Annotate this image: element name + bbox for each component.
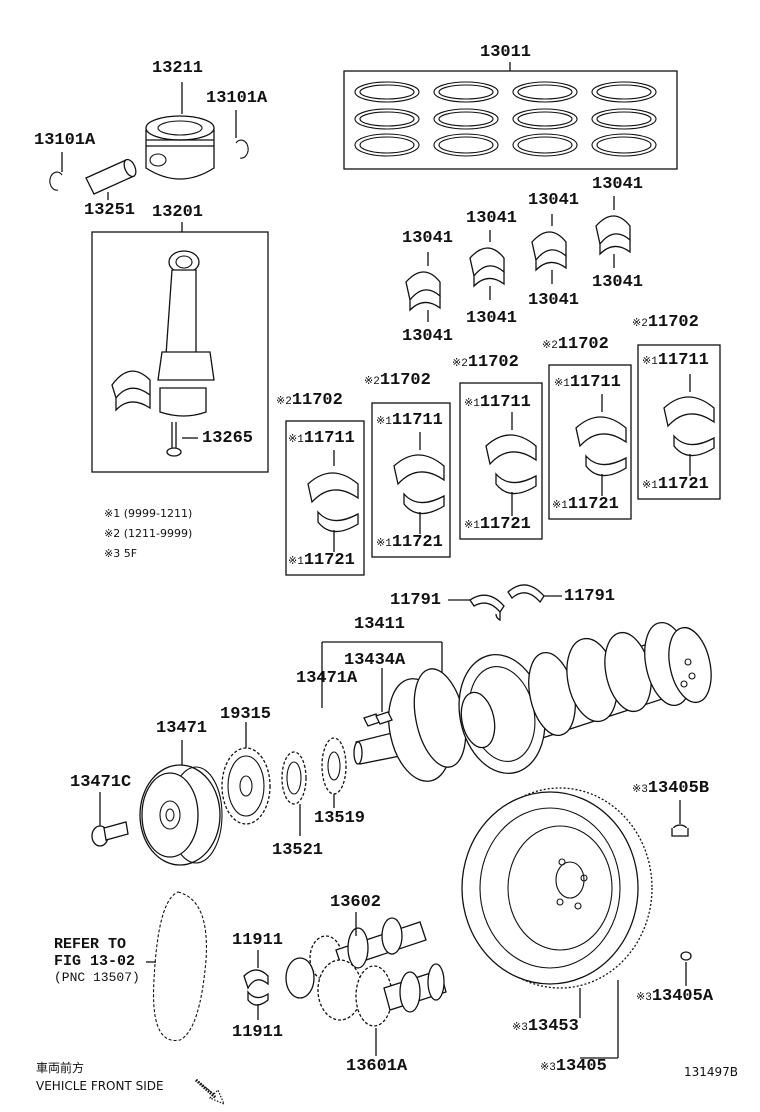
cam-bearings [243,969,269,1006]
label-13251: 13251 [84,201,136,220]
label-13601a: 13601A [346,1057,408,1076]
label-11721-b: ※111721 [376,533,443,552]
label-11711-e: ※111711 [642,351,709,370]
label-11702-d: ※211702 [542,335,609,354]
legend-2: ※2 (1211-9999) [104,527,193,540]
label-13211: 13211 [152,59,204,78]
conrod-box [91,231,269,473]
label-13101a-right: 13101A [206,89,268,108]
label-13041-d: 13041 [402,229,454,248]
main-bearings [307,396,715,533]
refer-line-1: REFER TO [54,936,127,953]
snap-ring-right [235,139,249,159]
label-11721-d: ※111721 [552,495,619,514]
label-13041-h: 13041 [402,327,454,346]
label-13471: 13471 [156,719,208,738]
label-13411: 13411 [354,615,406,634]
label-13041-e: 13041 [592,273,644,292]
label-13434a: 13434A [344,651,406,670]
label-13101a-left: 13101A [34,131,96,150]
crankshaft [353,622,712,782]
refer-line-2: FIG 13-02 [54,953,136,971]
label-13041-f: 13041 [528,291,580,310]
legend-1: ※1 (9999-1211) [104,507,193,520]
label-13602: 13602 [330,893,382,912]
front-side-jp: 車両前方 [36,1061,85,1075]
illustration-code: 131497B [684,1065,739,1079]
crank-gear-13521 [281,751,307,805]
label-11721-e: ※111721 [642,475,709,494]
label-11721-a: ※111721 [288,551,355,570]
label-13041-a: 13041 [592,175,644,194]
flywheel-bolt [671,824,689,837]
label-13405b: ※313405B [632,779,710,798]
label-11702-c: ※211702 [452,353,519,372]
label-13405: ※313405 [540,1057,607,1076]
label-13041-g: 13041 [466,309,518,328]
label-13453: ※313453 [512,1017,579,1036]
refer-line-3: (PNC 13507) [54,969,140,985]
conrod-bearing [111,370,151,412]
flywheel-pin [680,951,692,961]
timing-sprocket [221,747,271,825]
crank-key [363,711,393,727]
conrod-bearings [405,215,631,312]
refer-note: REFER TO FIG 13-02 (PNC 13507) [54,936,140,985]
label-13405a: ※313405A [636,987,714,1006]
pulley-bolt [91,821,129,847]
label-13265: 13265 [202,429,254,448]
label-11711-d: ※111711 [554,373,621,392]
piston [145,115,215,180]
front-direction-arrow [194,1078,226,1106]
label-13041-c: 13041 [466,209,518,228]
main-bearing-boxes [285,344,721,576]
balance-shaft-13601a [285,957,447,1027]
label-13041-b: 13041 [528,191,580,210]
front-side-en: VEHICLE FRONT SIDE [36,1079,164,1093]
thrust-washers [469,584,545,622]
label-13201: 13201 [152,203,204,222]
crank-gear-13519 [321,737,347,795]
label-11702-a: ※211702 [276,391,343,410]
label-13471c: 13471C [70,773,132,792]
label-11911-top: 11911 [232,931,284,950]
timing-chain [152,891,207,1042]
flywheel [461,787,653,989]
label-13519: 13519 [314,809,366,828]
label-11711-b: ※111711 [376,411,443,430]
label-13471a: 13471A [296,669,358,688]
conrod-bolt [166,422,182,457]
legend-3: ※3 5F [104,547,138,560]
label-19315: 19315 [220,705,272,724]
piston-rings [354,81,657,157]
label-11791-right: 11791 [564,587,616,606]
piston-pin [85,158,137,195]
crank-pulley [139,764,223,866]
connecting-rod [157,250,215,417]
label-11702-b: ※211702 [364,371,431,390]
label-11791-left: 11791 [390,591,442,610]
label-11711-a: ※111711 [288,429,355,448]
snap-ring-left [49,171,63,191]
label-13011: 13011 [480,43,532,62]
label-11911-bottom: 11911 [232,1023,284,1042]
label-13521: 13521 [272,841,324,860]
label-11702-e: ※211702 [632,313,699,332]
label-11721-c: ※111721 [464,515,531,534]
label-11711-c: ※111711 [464,393,531,412]
